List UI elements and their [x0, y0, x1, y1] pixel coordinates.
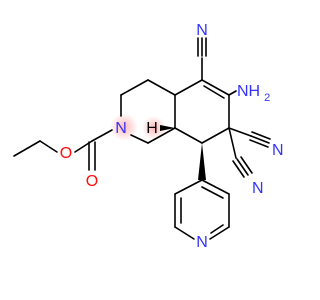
highlight-stereo-center [142, 116, 166, 140]
bond-c6-nh2 [228, 90, 237, 96]
highlight-ring-nitrogen [110, 113, 138, 141]
bond-c8-c8a [174, 127, 203, 144]
bond-n-ch2-bottom [130, 134, 149, 144]
bond-c5-c6 [201, 79, 230, 96]
bond-ch2-ch2-top [120, 79, 149, 96]
atom-amino-main: NH [237, 83, 260, 100]
atom-nitrile-down-n: N [252, 180, 264, 197]
bond-c4a-c5 [174, 79, 203, 96]
nitrile-down-triple-b [236, 158, 249, 176]
bond-c7-cn-right [228, 127, 252, 137]
atom-ester-oxygen: O [60, 145, 72, 162]
atom-amino: NH 2 [237, 83, 270, 104]
nitrile-right-triple-b [250, 135, 270, 144]
bond-c7-cn-down [228, 127, 237, 159]
pyr-bond-1 [174, 179, 203, 195]
pyr-bond-3 [174, 226, 195, 240]
nitrile-right-triple-c [249, 139, 269, 148]
bond-ch2-c4 [147, 79, 176, 96]
bond-c7-c8 [201, 127, 230, 144]
bond-ethyl-ch2-o [39, 140, 58, 153]
atom-nitrile-right-n: N [272, 142, 284, 159]
bond-carbonyl-c-n [91, 129, 113, 142]
atom-amino-subscript: 2 [264, 92, 270, 104]
atom-carbonyl-oxygen: O [86, 173, 98, 190]
atom-ring-nitrogen: N [115, 120, 127, 137]
nitrile-right-triple-a [251, 131, 271, 140]
nitrile-down-triple-c [240, 156, 253, 174]
atom-pyridine-nitrogen: N [196, 234, 208, 251]
molecule-diagram: N NH 2 N N O O N H N [13, 22, 284, 251]
pyr-bond-4-double [210, 224, 224, 234]
atom-nitrile-top-n: N [196, 22, 208, 39]
bond-ethyl-ch3-ch2 [13, 140, 41, 157]
wedge-bond-pyridyl [198, 143, 206, 180]
pyr-bond-6 [201, 179, 230, 195]
bond-ch2-c8a [147, 127, 176, 144]
pyr-bond-6-double [201, 186, 224, 199]
atom-stereo-hydrogen: H [146, 120, 158, 137]
wedge-bond-h [160, 125, 175, 131]
bond-c5-c6-double [203, 85, 225, 99]
pyr-bond-4 [209, 226, 230, 240]
nitrile-down-triple-a [232, 160, 245, 178]
